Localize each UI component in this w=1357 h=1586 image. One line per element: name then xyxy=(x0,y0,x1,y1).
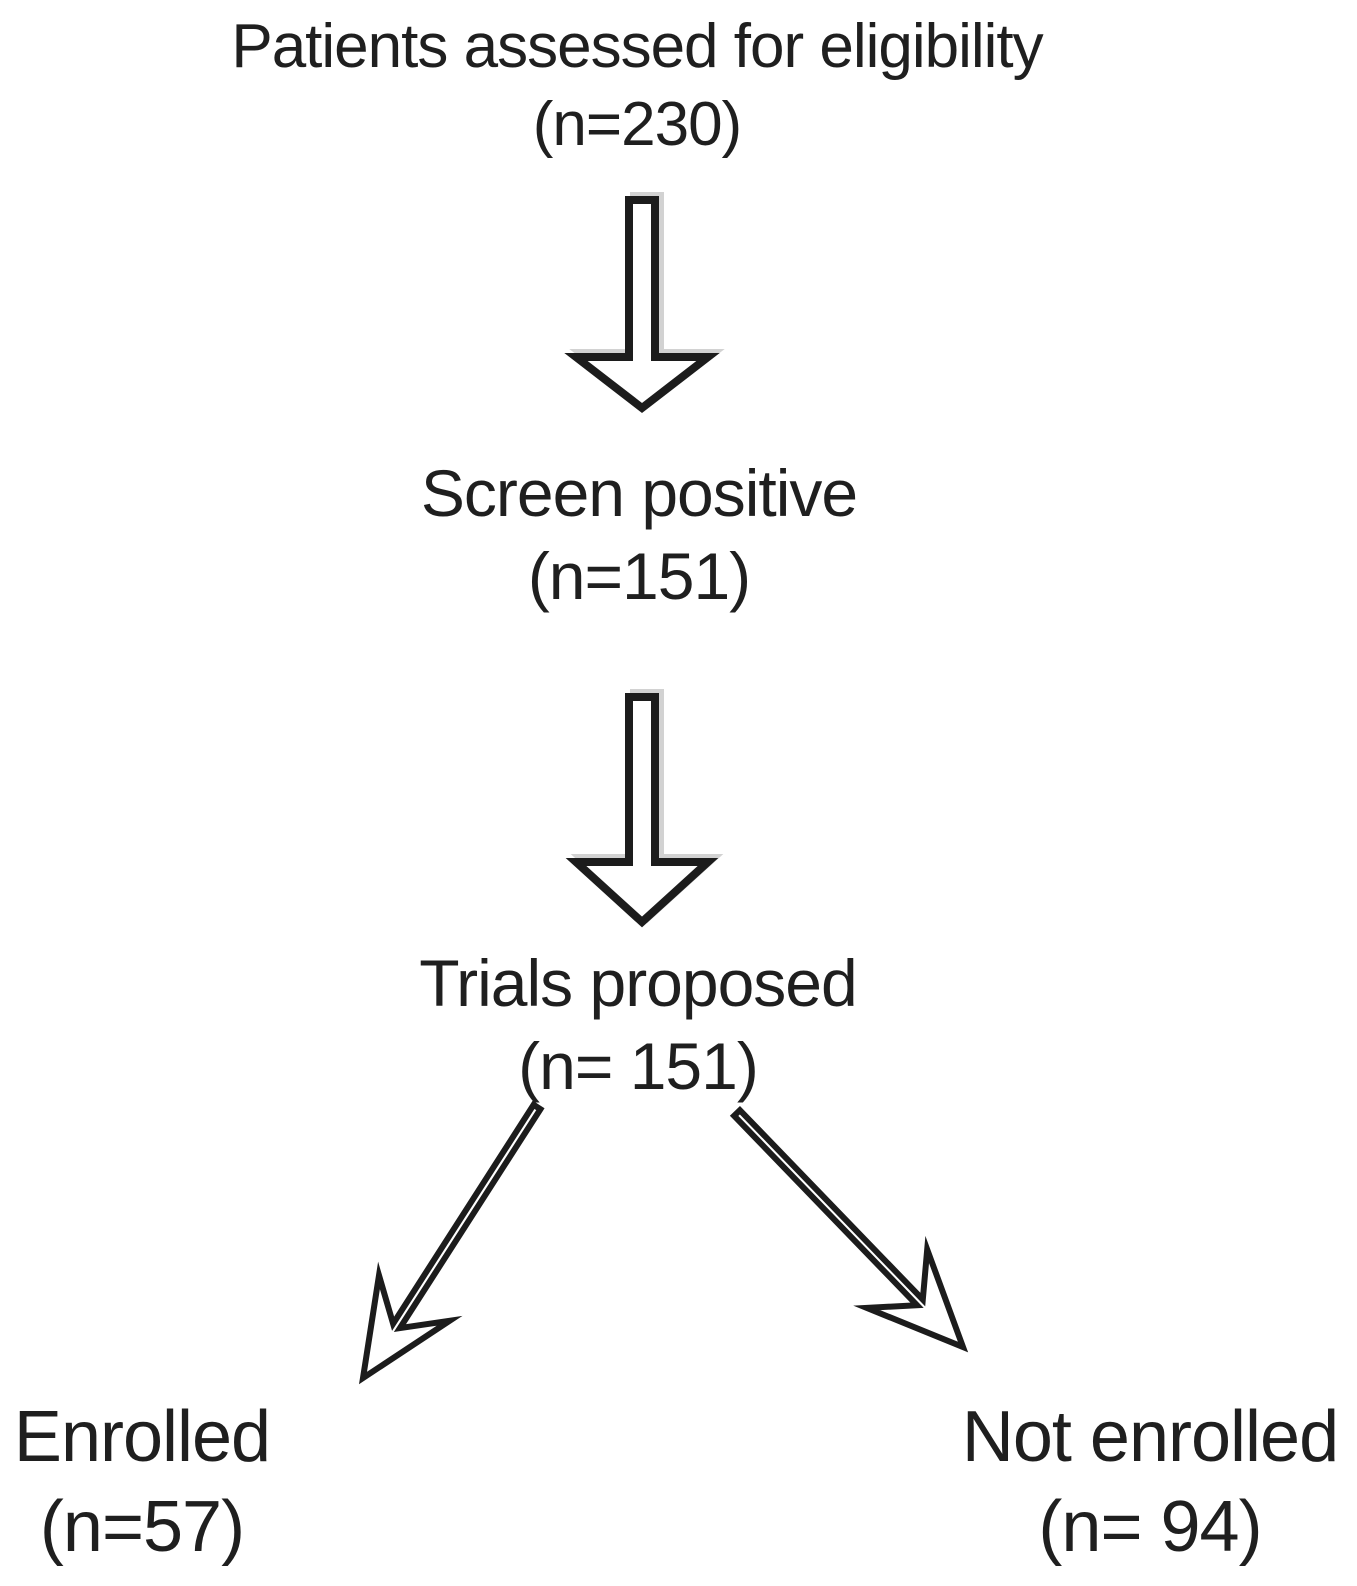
node-not-enrolled: Not enrolled (n= 94) xyxy=(961,1392,1339,1572)
node-trials-proposed: Trials proposed (n= 151) xyxy=(419,942,857,1107)
node-screen-positive-label: Screen positive xyxy=(420,456,858,530)
node-enrolled-count: (n=57) xyxy=(39,1487,245,1567)
node-patients-assessed-count: (n=230) xyxy=(532,89,742,159)
arrow-trials-proposed-to-enrolled-icon xyxy=(358,1100,545,1385)
arrow-trials-proposed-to-not-enrolled-icon xyxy=(729,1105,969,1353)
node-enrolled-label: Enrolled xyxy=(13,1397,271,1477)
node-trials-proposed-label: Trials proposed xyxy=(419,946,857,1020)
node-screen-positive-count: (n=151) xyxy=(527,538,751,613)
node-patients-assessed: Patients assessed for eligibility (n=230… xyxy=(231,8,1043,163)
node-screen-positive: Screen positive (n=151) xyxy=(420,452,858,617)
node-trials-proposed-count: (n= 151) xyxy=(518,1028,759,1103)
node-patients-assessed-label: Patients assessed for eligibility xyxy=(231,12,1043,81)
arrow-assessed-to-screen-positive-icon xyxy=(564,196,720,414)
node-not-enrolled-count: (n= 94) xyxy=(1038,1487,1262,1567)
node-not-enrolled-label: Not enrolled xyxy=(961,1397,1339,1477)
arrow-screen-positive-to-trials-proposed-icon xyxy=(565,693,719,928)
node-enrolled: Enrolled (n=57) xyxy=(13,1392,271,1572)
